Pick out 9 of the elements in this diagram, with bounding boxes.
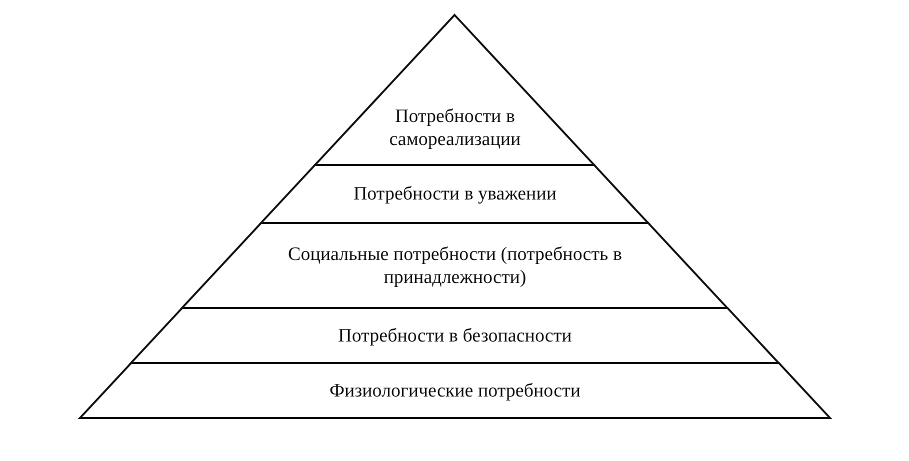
level-label: Социальные потребности (потребность в принадлежности) xyxy=(287,242,623,288)
pyramid-level xyxy=(80,363,830,418)
pyramid-level xyxy=(131,308,779,363)
pyramid-level xyxy=(182,223,728,308)
level-label: Физиологические потребности xyxy=(328,379,582,402)
level-label: Потребности в уважении xyxy=(352,182,558,206)
level-label: Потребности в самореализации xyxy=(388,105,522,151)
pyramid-level xyxy=(315,15,595,165)
level-label: Потребности в безопасности xyxy=(337,324,573,347)
